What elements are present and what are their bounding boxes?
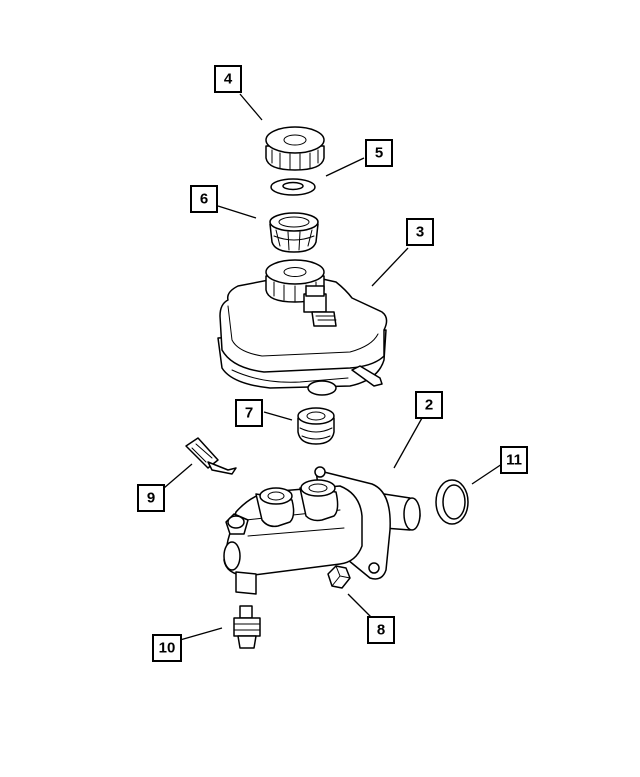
svg-text:8: 8 <box>377 622 385 639</box>
svg-text:2: 2 <box>425 397 433 414</box>
leader-3 <box>371 247 409 287</box>
svg-text:4: 4 <box>224 71 233 88</box>
leader-11 <box>471 463 503 485</box>
svg-text:5: 5 <box>375 145 383 162</box>
callout-8[interactable]: 8 <box>367 616 395 644</box>
callout-9[interactable]: 9 <box>137 484 165 512</box>
reservoir-grommet-part[interactable] <box>297 407 335 445</box>
svg-text:9: 9 <box>147 490 155 507</box>
callout-10[interactable]: 10 <box>152 634 182 662</box>
mounting-nut-part[interactable] <box>327 565 351 589</box>
reservoir-strainer-part[interactable] <box>269 212 319 253</box>
callout-6[interactable]: 6 <box>190 185 218 213</box>
callout-7[interactable]: 7 <box>235 399 263 427</box>
callout-5[interactable]: 5 <box>365 139 393 167</box>
svg-text:11: 11 <box>506 452 522 469</box>
leader-9 <box>163 463 193 489</box>
pressure-switch-part[interactable] <box>233 605 261 649</box>
callout-3[interactable]: 3 <box>406 218 434 246</box>
leader-10 <box>179 627 223 641</box>
leader-8 <box>347 593 373 619</box>
svg-text:10: 10 <box>159 640 176 657</box>
leader-7 <box>263 411 293 421</box>
fluid-reservoir-part[interactable] <box>217 259 388 396</box>
cap-seal-part[interactable] <box>270 178 316 196</box>
bleeder-screw-part[interactable] <box>185 437 237 475</box>
svg-text:3: 3 <box>416 224 424 241</box>
callout-4[interactable]: 4 <box>214 65 242 93</box>
callout-11[interactable]: 11 <box>500 446 528 474</box>
reservoir-cap-part[interactable] <box>265 126 325 171</box>
leader-5 <box>325 157 365 177</box>
leader-lines <box>163 93 503 641</box>
callout-2[interactable]: 2 <box>415 391 443 419</box>
master-cylinder-part[interactable] <box>223 466 421 595</box>
svg-text:7: 7 <box>245 405 253 422</box>
leader-6 <box>217 205 257 219</box>
leader-2 <box>393 417 423 469</box>
leader-4 <box>239 93 263 121</box>
o-ring-part[interactable] <box>435 479 469 525</box>
svg-text:6: 6 <box>200 191 208 208</box>
